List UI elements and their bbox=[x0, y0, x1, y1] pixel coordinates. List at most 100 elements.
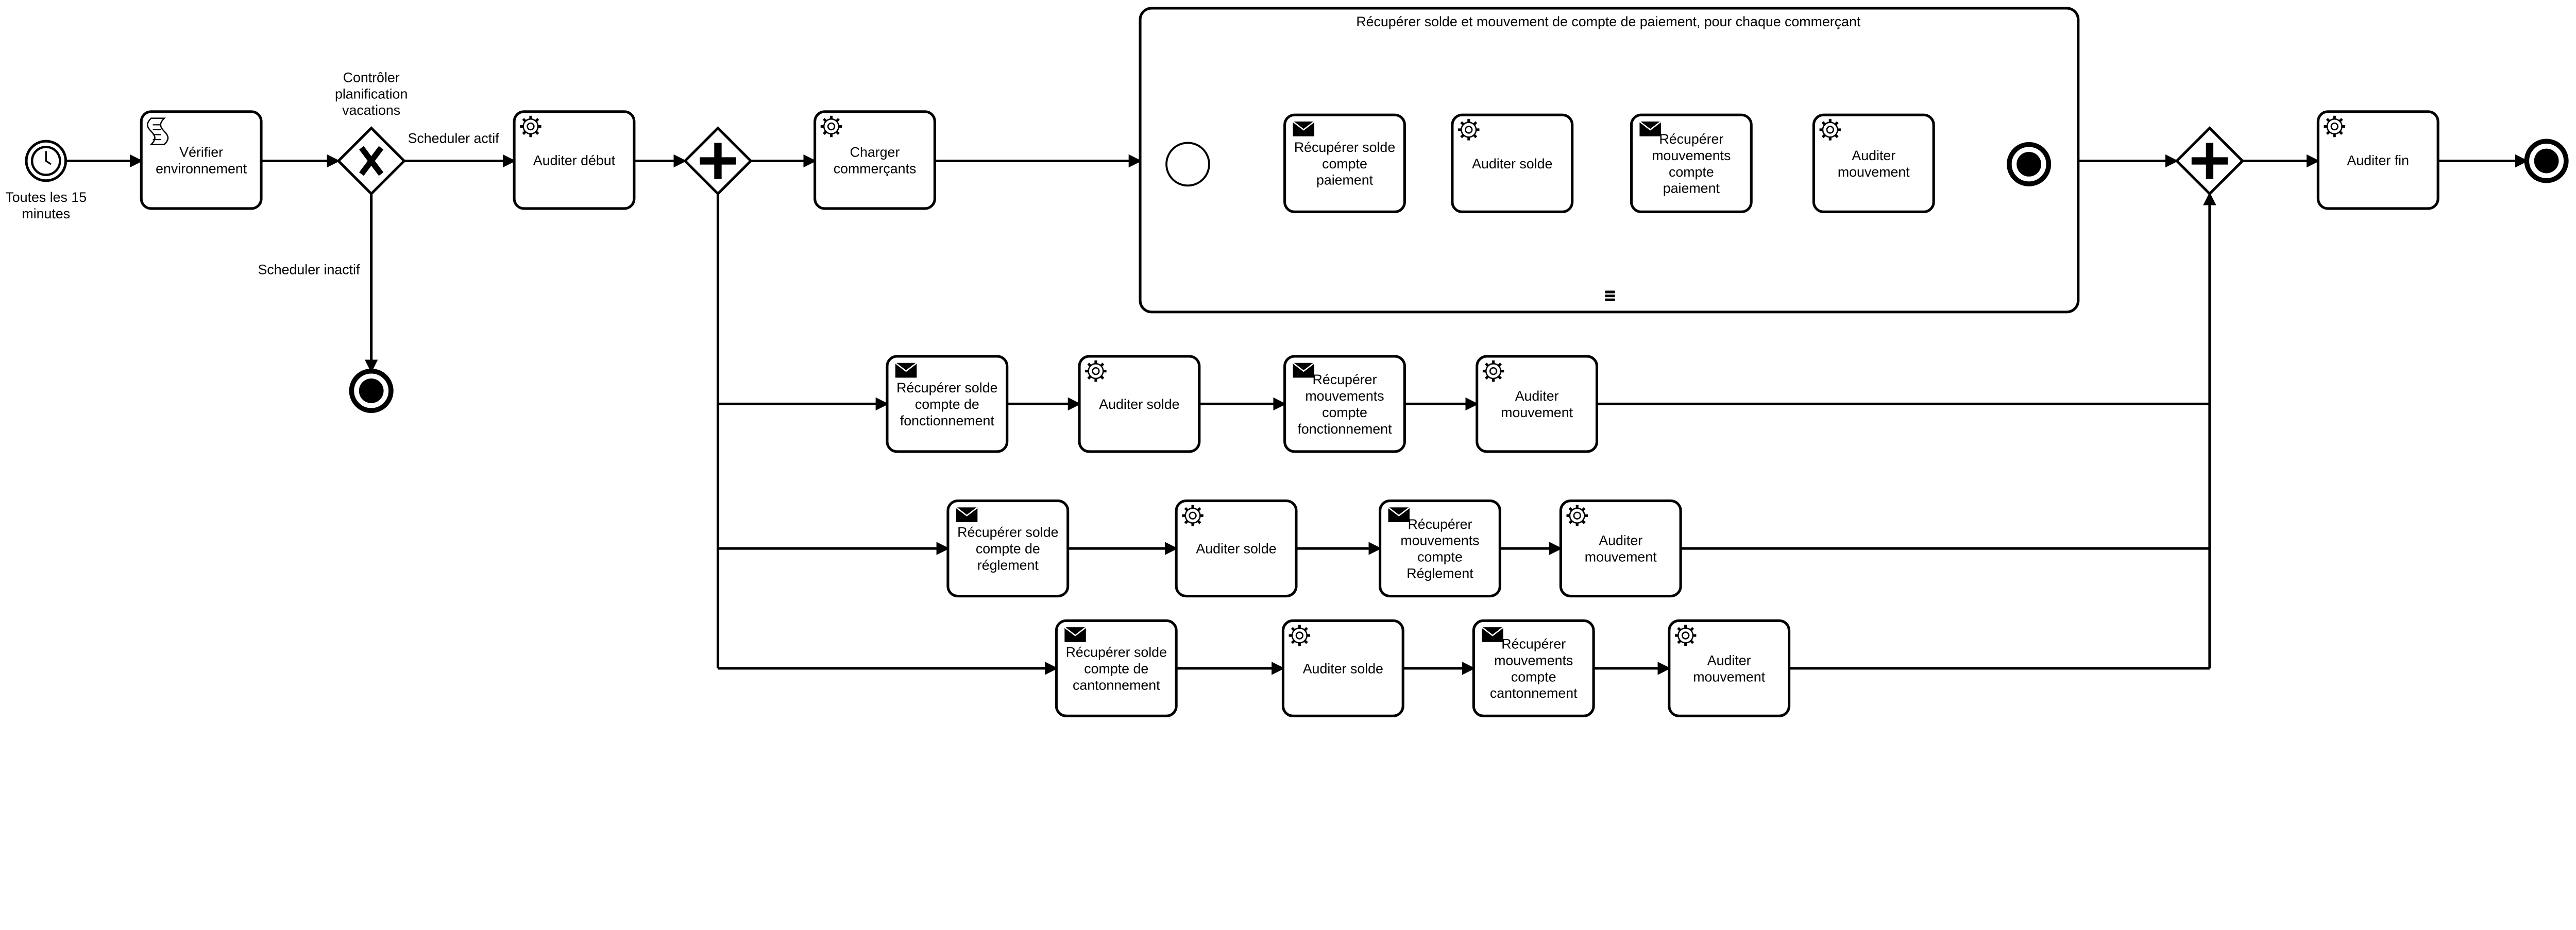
task-auditer-debut[interactable]: Auditer début bbox=[513, 110, 636, 210]
task-label: compte bbox=[1669, 164, 1714, 180]
task-f-audit-solde[interactable]: Auditer solde bbox=[1078, 355, 1201, 453]
task-label: Auditer solde bbox=[1196, 541, 1276, 557]
gear-icon bbox=[1566, 505, 1588, 527]
parallel-gateway-split[interactable] bbox=[683, 126, 753, 196]
task-label: Récupérer solde bbox=[1066, 645, 1167, 660]
task-label: Auditer solde bbox=[1099, 397, 1179, 412]
task-label: Récupérer bbox=[1501, 636, 1566, 652]
flow-label-inactif: Scheduler inactif bbox=[258, 262, 360, 278]
task-label: fonctionnement bbox=[1297, 421, 1392, 437]
task-label: Auditer bbox=[1599, 533, 1642, 548]
task-label: commerçants bbox=[834, 161, 917, 176]
envelope-icon bbox=[1387, 507, 1410, 523]
gear-icon bbox=[1289, 625, 1311, 646]
task-label: Récupérer bbox=[1659, 131, 1723, 147]
timer-start-event[interactable] bbox=[25, 140, 67, 182]
start-event-label: minutes bbox=[22, 206, 70, 221]
task-label: Récupérer solde bbox=[896, 380, 997, 395]
multi-instance-sequential-icon bbox=[1605, 290, 1615, 301]
plus-icon bbox=[700, 143, 736, 179]
task-label: Auditer début bbox=[533, 152, 616, 168]
script-icon bbox=[146, 117, 169, 145]
task-label: Auditer fin bbox=[2347, 152, 2409, 168]
subprocess[interactable]: Récupérer solde et mouvement de compte d… bbox=[1139, 7, 2080, 314]
task-label: réglement bbox=[977, 558, 1039, 573]
task-label: Charger bbox=[850, 145, 900, 160]
task-label: mouvements bbox=[1400, 533, 1479, 548]
task-label: paiement bbox=[1316, 173, 1374, 188]
plus-icon bbox=[2191, 143, 2228, 179]
envelope-icon bbox=[956, 507, 978, 523]
task-label: paiement bbox=[1663, 181, 1720, 196]
task-label: mouvement bbox=[1585, 549, 1657, 565]
task-label: Réglement bbox=[1406, 565, 1473, 581]
gear-icon bbox=[1182, 505, 1204, 527]
subprocess-title: Récupérer solde et mouvement de compte d… bbox=[1356, 14, 1861, 29]
task-label: Récupérer solde bbox=[957, 525, 1058, 540]
task-label: Auditer solde bbox=[1303, 661, 1383, 676]
flow-label-actif: Scheduler actif bbox=[408, 130, 500, 146]
task-label: compte bbox=[1322, 156, 1367, 171]
envelope-icon bbox=[1639, 120, 1662, 136]
task-label: compte de bbox=[976, 541, 1040, 557]
gear-icon bbox=[1085, 360, 1107, 382]
task-label: cantonnement bbox=[1073, 677, 1160, 693]
exclusive-x-icon bbox=[359, 146, 384, 176]
task-label: compte bbox=[1322, 405, 1367, 420]
exclusive-gateway[interactable] bbox=[336, 126, 406, 196]
parallel-gateway-join[interactable] bbox=[2175, 126, 2245, 196]
end-event[interactable] bbox=[349, 368, 394, 413]
envelope-icon bbox=[1292, 120, 1315, 136]
envelope-icon bbox=[1064, 627, 1087, 642]
task-label: compte bbox=[1417, 549, 1463, 565]
start-event-label: Toutes les 15 bbox=[5, 190, 87, 205]
gateway-label: vacations bbox=[342, 102, 400, 118]
gear-icon bbox=[1819, 119, 1841, 141]
task-label: mouvements bbox=[1652, 148, 1731, 163]
task-c-audit-solde[interactable]: Auditer solde bbox=[1281, 619, 1404, 717]
end-event[interactable] bbox=[2524, 139, 2569, 183]
task-label: cantonnement bbox=[1490, 685, 1578, 701]
gear-icon bbox=[820, 115, 842, 137]
task-label: compte de bbox=[1084, 661, 1148, 676]
gear-icon bbox=[520, 115, 541, 137]
task-label: Auditer bbox=[1515, 388, 1559, 404]
gateway-label: planification bbox=[335, 86, 408, 101]
subprocess-start-event[interactable] bbox=[1165, 142, 1210, 187]
task-label: Auditer bbox=[1707, 652, 1751, 668]
envelope-icon bbox=[1292, 362, 1315, 378]
envelope-icon bbox=[1481, 627, 1504, 642]
task-label: mouvement bbox=[1501, 405, 1573, 420]
task-label: Récupérer solde bbox=[1294, 140, 1395, 155]
task-label: mouvements bbox=[1494, 652, 1573, 668]
task-auditer-fin[interactable]: Auditer fin bbox=[2316, 110, 2439, 210]
gear-icon bbox=[1482, 360, 1504, 382]
task-label: Auditer solde bbox=[1472, 156, 1552, 171]
task-label: fonctionnement bbox=[900, 413, 995, 428]
gear-icon bbox=[1674, 625, 1697, 646]
task-label: mouvement bbox=[1838, 164, 1910, 180]
task-label: compte bbox=[1511, 669, 1556, 684]
end-event[interactable] bbox=[2007, 142, 2052, 186]
task-label: mouvement bbox=[1693, 669, 1765, 684]
task-label: mouvements bbox=[1305, 388, 1384, 404]
gateway-label: Contrôler bbox=[343, 70, 400, 85]
task-label: Auditer bbox=[1852, 148, 1895, 163]
task-label: environnement bbox=[156, 161, 247, 176]
task-sp-audit-solde[interactable]: Auditer solde bbox=[1451, 113, 1574, 213]
task-r-audit-solde[interactable]: Auditer solde bbox=[1175, 500, 1298, 598]
